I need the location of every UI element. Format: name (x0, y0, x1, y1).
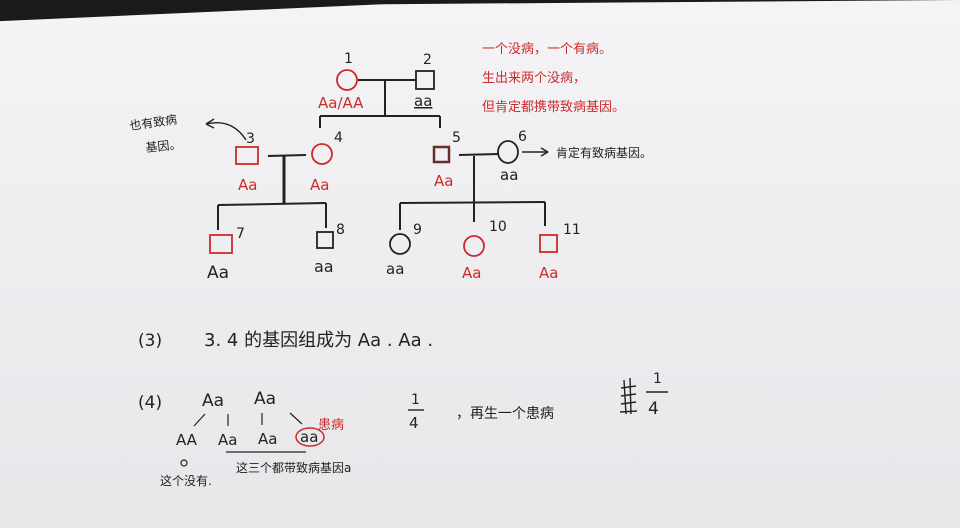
member-11-number: 11 (563, 222, 581, 238)
note-left-line-1: 也有致病 (128, 111, 178, 133)
note-right: 肯定有致病基因。 (556, 145, 652, 160)
member-8-genotype: aa (314, 257, 334, 276)
member-1-number: 1 (344, 51, 353, 67)
member-6: 6 aa (497, 129, 527, 184)
q4-fraction-left: 1 4 (408, 392, 424, 432)
member-8: 8 aa (314, 222, 345, 276)
q4-sick-circle (295, 427, 325, 447)
q4-offspring-3: Aa (258, 430, 277, 448)
member-6-genotype: aa (500, 166, 518, 184)
member-4-genotype: Aa (310, 176, 329, 194)
note-arrow-left (205, 122, 247, 141)
member-3: 3 Aa (235, 131, 259, 194)
marriage-line-3-4 (267, 154, 307, 157)
q4-offspring-4: aa (300, 428, 318, 446)
note-top-line-2: 生出来两个没病， (482, 71, 586, 86)
member-7-genotype: Aa (207, 263, 229, 283)
sibship-line-3-4 (217, 202, 327, 206)
member-7-number: 7 (236, 226, 245, 242)
member-9-genotype: aa (386, 260, 404, 278)
q4-note-left: 这个没有. (160, 473, 212, 488)
q3-text: 3. 4 的基因组成为 Aa . Aa . (204, 330, 433, 351)
member-7: 7 Aa (207, 226, 245, 283)
member-3-genotype: Aa (238, 176, 257, 194)
q4-note-under: 这三个都带致病基因a (236, 460, 351, 475)
member-10: 10 Aa (462, 219, 507, 282)
member-11: 11 Aa (539, 222, 581, 282)
q4-offspring-1: AA (176, 431, 198, 449)
svg-text:1: 1 (653, 371, 662, 387)
member-1-genotype: Aa/AA (318, 94, 364, 112)
q4-parent-1: Aa (202, 391, 224, 411)
member-2: 2 aa (414, 52, 435, 110)
note-top-line-1: 一个没病，一个有病。 (482, 42, 612, 57)
member-9: 9 aa (386, 222, 422, 278)
svg-text:4: 4 (648, 399, 659, 419)
member-6-number: 6 (518, 129, 527, 145)
member-10-genotype: Aa (462, 264, 481, 282)
member-5: 5 Aa (432, 130, 461, 190)
member-5-genotype: Aa (434, 172, 453, 190)
member-4: 4 Aa (310, 130, 343, 194)
q4-fraction-right: 1 4 (646, 371, 668, 419)
sibship-line-5-6 (399, 201, 546, 204)
member-2-genotype: aa (414, 92, 432, 110)
note-left-line-2: 基因。 (145, 137, 182, 155)
q4-sick-label: 患病 (318, 418, 344, 433)
svg-text:1: 1 (411, 392, 420, 408)
member-10-number: 10 (489, 219, 507, 235)
member-2-number: 2 (423, 52, 432, 68)
member-5-number: 5 (452, 130, 461, 146)
q4-parent-2: Aa (254, 389, 276, 409)
q4-label: (4) (138, 393, 162, 413)
note-top-line-3: 但肯定都携带致病基因。 (482, 99, 625, 115)
member-9-number: 9 (413, 222, 422, 238)
q4-offspring-2: Aa (218, 431, 237, 449)
member-8-number: 8 (336, 222, 345, 238)
marriage-line-5-6 (458, 153, 499, 156)
q4-sentence: ，再生一个患病 (456, 406, 554, 422)
member-3-number: 3 (246, 131, 255, 147)
member-11-genotype: Aa (539, 264, 558, 282)
member-4-number: 4 (334, 130, 343, 146)
q3-label: (3) (138, 331, 162, 351)
member-1: 1 Aa/AA (318, 51, 364, 112)
scribble-mark (619, 377, 638, 415)
svg-text:4: 4 (409, 414, 419, 432)
